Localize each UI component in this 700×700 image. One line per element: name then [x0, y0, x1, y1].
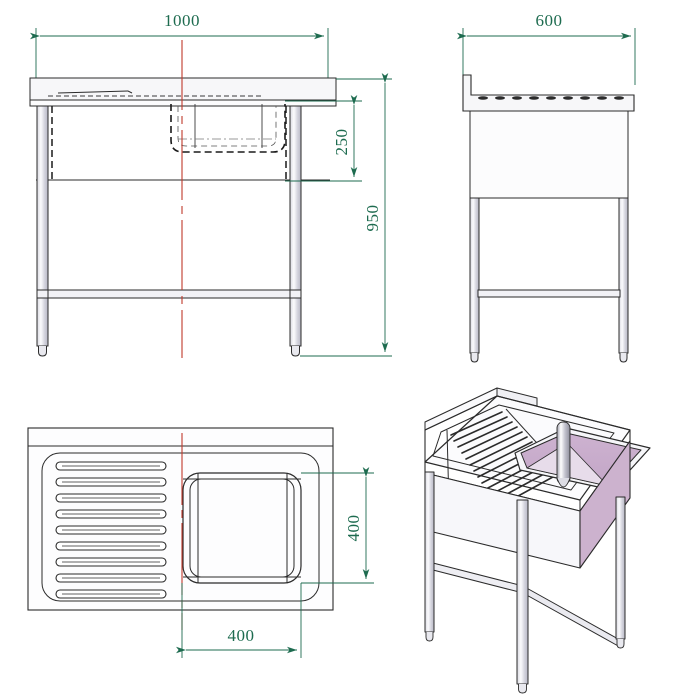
- side-legs-and-rail: [469, 197, 629, 363]
- dimension-label-400-horizontal: 400: [228, 626, 255, 645]
- plan-view: 400 400: [27, 427, 374, 658]
- dimension-bowl-400-vertical: 400: [301, 467, 374, 584]
- dimension-bowl-400-horizontal: 400: [176, 583, 302, 658]
- plan-drainer-ribs: [55, 461, 167, 599]
- iso-side-panel: [579, 440, 631, 569]
- front-worktop: [29, 77, 337, 107]
- dimension-bowl-depth-250: 250: [285, 95, 362, 182]
- front-bowl-hidden-outline: [170, 104, 286, 153]
- plan-recess-outline: [41, 452, 320, 602]
- side-drainer-rib-ends: [478, 96, 624, 100]
- iso-shelf-rail-right: [522, 585, 621, 648]
- iso-legs: [424, 471, 626, 694]
- front-legs-and-frame: [36, 105, 330, 357]
- dimension-label-950: 950: [363, 205, 382, 232]
- dimension-depth-600: 600: [457, 11, 636, 85]
- side-worktop-and-splashback: [462, 74, 635, 112]
- front-elevation-view: 1000: [29, 11, 392, 358]
- side-body-panel: [469, 110, 629, 199]
- isometric-view: [424, 387, 651, 694]
- iso-tap: [556, 421, 571, 488]
- dimension-label-400-vertical: 400: [344, 515, 363, 542]
- dimension-height-950: 950: [300, 73, 392, 357]
- plan-bowl: [182, 472, 302, 584]
- side-elevation-view: 600: [457, 11, 636, 363]
- dimension-label-1000: 1000: [164, 11, 200, 30]
- dimension-label-250: 250: [332, 129, 351, 156]
- dimension-label-600: 600: [536, 11, 563, 30]
- iso-shelf-rail-front: [432, 562, 524, 594]
